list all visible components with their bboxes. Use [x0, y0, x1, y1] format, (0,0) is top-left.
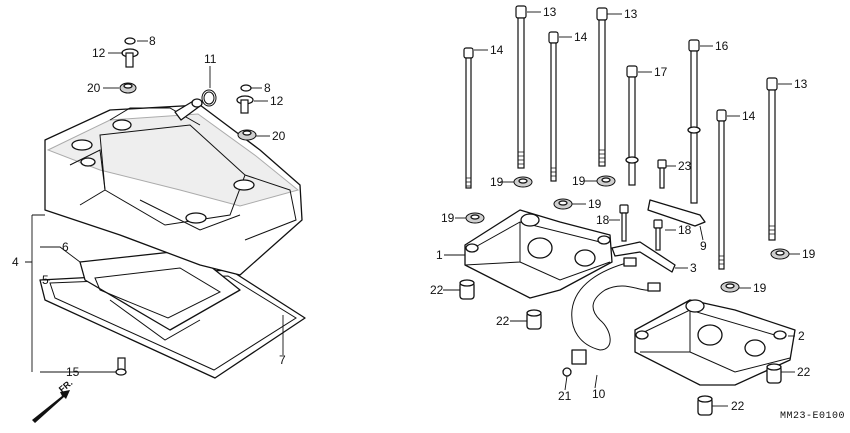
- callout-8: 8: [149, 34, 156, 48]
- callout-12: 12: [92, 46, 106, 60]
- callout-17: 17: [654, 65, 668, 79]
- callout-12: 12: [270, 94, 284, 108]
- callout-15: 15: [66, 365, 80, 379]
- callout-10: 10: [592, 387, 606, 401]
- callout-19: 19: [490, 175, 504, 189]
- callout-18: 18: [678, 223, 692, 237]
- front-label: FR.: [57, 378, 75, 395]
- callout-18: 18: [596, 213, 610, 227]
- front-direction-arrow: FR.: [32, 378, 74, 423]
- callout-8: 8: [264, 81, 271, 95]
- callout-13: 13: [794, 77, 808, 91]
- callout-13: 13: [624, 7, 638, 21]
- callout-14: 14: [490, 43, 504, 57]
- callout-7: 7: [279, 353, 286, 367]
- callout-5: 5: [42, 273, 49, 287]
- callout-19: 19: [572, 174, 586, 188]
- brackets: [611, 199, 706, 273]
- callout-20: 20: [272, 129, 286, 143]
- callout-22: 22: [496, 314, 510, 328]
- callout-23: 23: [678, 159, 692, 173]
- callout-16: 16: [715, 39, 729, 53]
- callout-4: 4: [12, 255, 19, 269]
- callout-22: 22: [430, 283, 444, 297]
- callout-20: 20: [87, 81, 101, 95]
- wire-harness: [562, 257, 661, 377]
- cylinder-head-cover: [39, 98, 306, 379]
- callout-6: 6: [62, 240, 69, 254]
- callout-19: 19: [441, 211, 455, 225]
- callout-19: 19: [753, 281, 767, 295]
- cover-small-parts: [115, 37, 257, 376]
- callout-19: 19: [802, 247, 816, 261]
- callout-3: 3: [690, 261, 697, 275]
- diagram-code: MM23-E0100: [780, 411, 845, 422]
- camshaft-holder-1: [464, 209, 613, 299]
- callout-19: 19: [588, 197, 602, 211]
- callout-9: 9: [700, 239, 707, 253]
- camshaft-holder-2: [634, 299, 796, 386]
- callout-22: 22: [797, 365, 811, 379]
- washers: [465, 175, 790, 293]
- callout-14: 14: [742, 109, 756, 123]
- callout-11: 11: [204, 52, 217, 66]
- callout-21: 21: [558, 389, 572, 403]
- callout-14: 14: [574, 30, 588, 44]
- callout-22: 22: [731, 399, 745, 413]
- leader-lines: [25, 11, 800, 407]
- callout-1: 1: [436, 248, 443, 262]
- callout-2: 2: [798, 329, 805, 343]
- long-bolts: [463, 5, 778, 270]
- callout-13: 13: [543, 5, 557, 19]
- dowel-pins: [459, 279, 782, 416]
- callout-numbers: 8 12 20 11 8 12 20 4 6 5 15 7 14 13 14 1…: [12, 5, 845, 422]
